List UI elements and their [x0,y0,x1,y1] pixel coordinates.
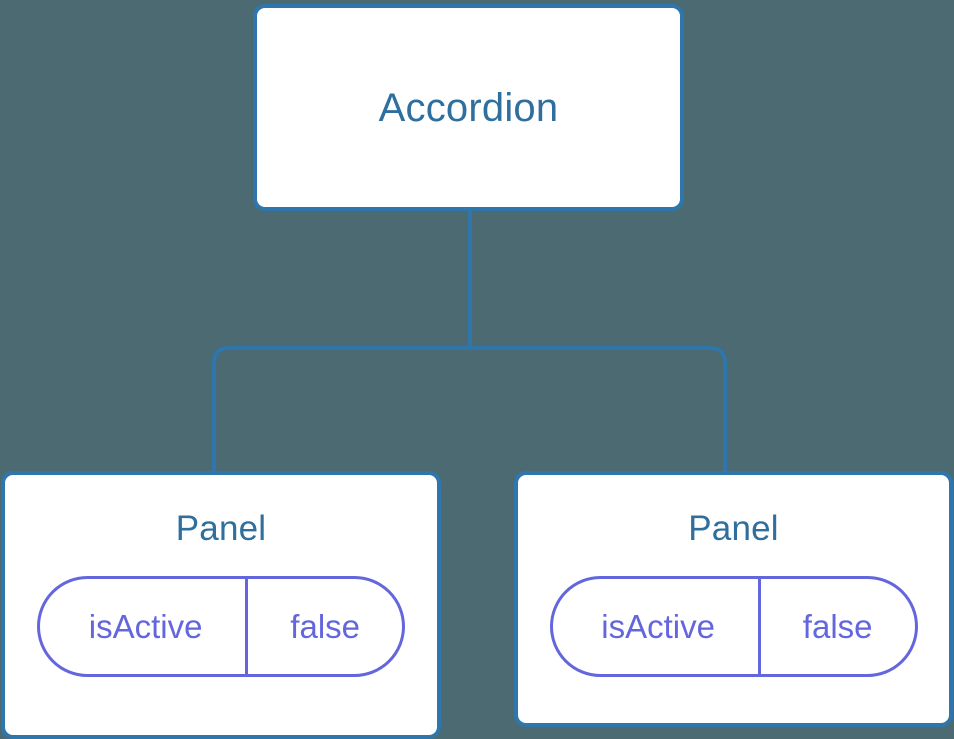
prop-pill-isactive-1[interactable]: isActive false [549,576,918,677]
prop-pill-isactive-0[interactable]: isActive false [37,576,405,677]
prop-value: false [290,608,361,645]
node-accordion[interactable]: Accordion [253,4,684,211]
edge-to-panel-0 [212,346,470,473]
prop-key: isActive [40,579,249,674]
node-panel-1-label: Panel [688,509,779,548]
node-accordion-label: Accordion [378,85,559,130]
prop-key: isActive [553,579,761,674]
node-panel-0[interactable]: Panel isActive false [1,471,441,739]
node-panel-0-label: Panel [175,509,267,548]
node-panel-1[interactable]: Panel isActive false [514,471,953,727]
prop-value: false [802,608,873,645]
edge-to-panel-1 [470,346,727,473]
